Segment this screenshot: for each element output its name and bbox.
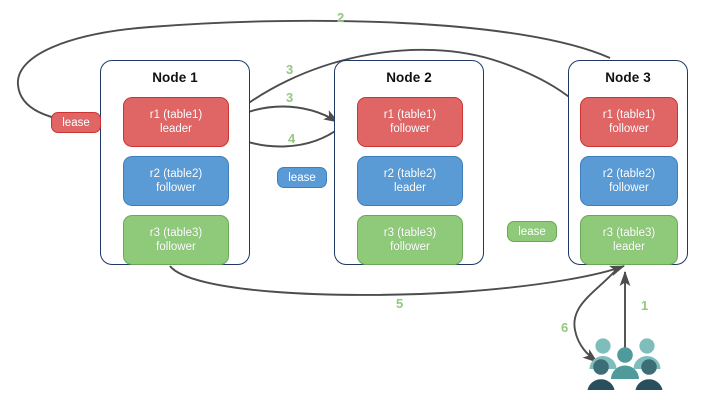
replica-n3r2[interactable]: r2 (table2) follower <box>580 156 678 206</box>
edge-label-5: 5 <box>396 296 404 311</box>
replica-n2r1[interactable]: r1 (table1) follower <box>357 97 463 147</box>
replica-n1r1[interactable]: r1 (table1) leader <box>123 97 229 147</box>
users-icon <box>587 338 663 390</box>
users-front-bodies <box>587 379 663 390</box>
replica-label-line2: follower <box>156 241 196 253</box>
node-box-node1[interactable]: Node 1 r1 (table1) leader r2 (table2) fo… <box>100 60 250 265</box>
replica-label-line2: leader <box>394 182 426 194</box>
replica-label-line1: r1 (table1) <box>602 109 656 121</box>
replica-label-line2: leader <box>160 123 192 135</box>
replica-label-line2: follower <box>390 123 430 135</box>
replica-label-line2: follower <box>609 123 649 135</box>
edge-label-4: 4 <box>288 131 296 146</box>
replica-label-line1: r2 (table2) <box>383 168 437 180</box>
replica-label-line2: leader <box>613 241 645 253</box>
node-box-node2[interactable]: Node 2 r1 (table1) follower r2 (table2) … <box>334 60 484 265</box>
node-title-node2: Node 2 <box>386 70 432 85</box>
replica-n2r2[interactable]: r2 (table2) leader <box>357 156 463 206</box>
replica-label-line1: r2 (table2) <box>149 168 203 180</box>
edge-label-3b: 3 <box>286 90 294 105</box>
lease-label: lease <box>62 116 90 129</box>
replica-label-line1: r2 (table2) <box>602 168 656 180</box>
node-box-node3[interactable]: Node 3 r1 (table1) follower r2 (table2) … <box>568 60 688 265</box>
replica-label-line1: r1 (table1) <box>149 109 203 121</box>
edge-5-path <box>169 265 626 296</box>
users-front-row <box>593 359 657 375</box>
replica-label-line2: follower <box>390 241 430 253</box>
edge-label-6: 6 <box>561 320 569 335</box>
replica-label-line2: follower <box>609 182 649 194</box>
edge-label-1: 1 <box>641 298 649 313</box>
lease-label: lease <box>288 171 316 184</box>
users-mid-figure <box>611 347 639 379</box>
lease-badge-green[interactable]: lease <box>507 221 557 242</box>
replica-n3r3[interactable]: r3 (table3) leader <box>580 215 678 265</box>
replica-label-line1: r3 (table3) <box>383 227 437 239</box>
node-title-node1: Node 1 <box>152 70 198 85</box>
edge-label-3a: 3 <box>286 62 294 77</box>
replica-n1r3[interactable]: r3 (table3) follower <box>123 215 229 265</box>
replica-label-line1: r3 (table3) <box>602 227 656 239</box>
edge-label-2: 2 <box>337 10 345 25</box>
replica-label-line1: r3 (table3) <box>149 227 203 239</box>
replica-n2r3[interactable]: r3 (table3) follower <box>357 215 463 265</box>
replica-n1r2[interactable]: r2 (table2) follower <box>123 156 229 206</box>
lease-badge-red[interactable]: lease <box>51 112 101 133</box>
replica-label-line2: follower <box>156 182 196 194</box>
replica-n3r1[interactable]: r1 (table1) follower <box>580 97 678 147</box>
replica-label-line1: r1 (table1) <box>383 109 437 121</box>
node-title-node3: Node 3 <box>605 70 651 85</box>
lease-badge-blue[interactable]: lease <box>277 167 327 188</box>
lease-label: lease <box>518 225 546 238</box>
